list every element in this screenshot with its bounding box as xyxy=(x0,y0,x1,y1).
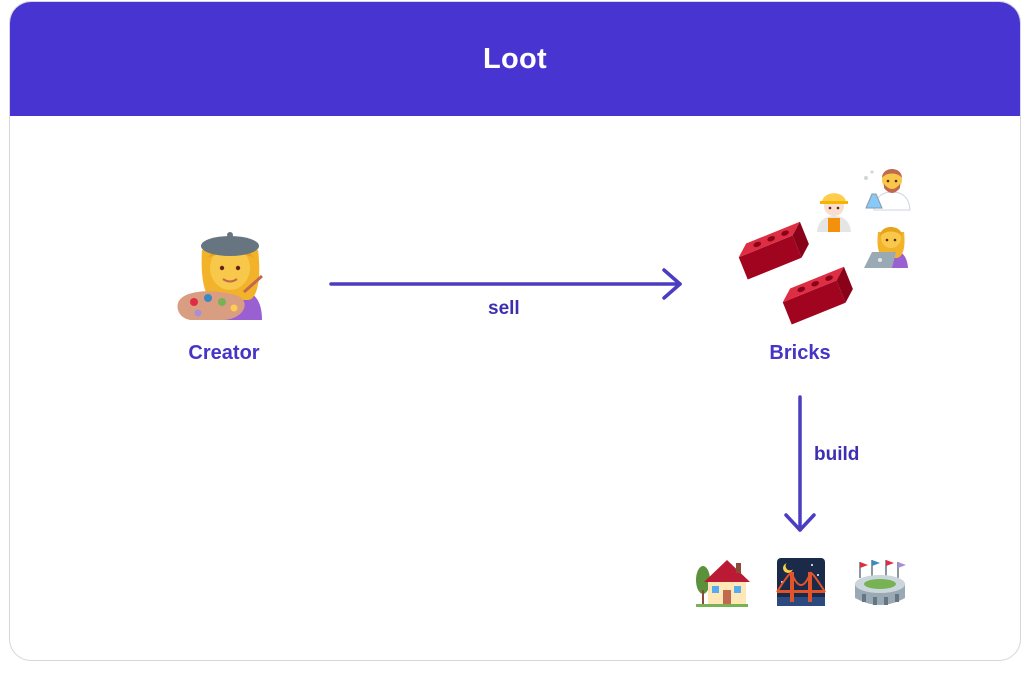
diagram-card: Loot xyxy=(9,1,1021,661)
creator-label: Creator xyxy=(188,342,260,364)
build-label: build xyxy=(814,444,860,465)
bridge-at-night-icon xyxy=(776,558,826,606)
page-title: Loot xyxy=(482,42,547,75)
woman-artist-icon xyxy=(177,232,263,320)
sell-arrow xyxy=(329,268,682,300)
house-icon xyxy=(696,560,750,607)
sell-label: sell xyxy=(488,298,520,319)
header-bar: Loot xyxy=(10,2,1020,116)
construction-worker-icon xyxy=(817,193,851,232)
build-arrow xyxy=(784,395,816,532)
stadium-icon xyxy=(855,560,906,605)
bricks-icon xyxy=(738,221,853,325)
bricks-label: Bricks xyxy=(769,342,831,364)
scientist-icon xyxy=(864,169,911,211)
technologist-icon xyxy=(864,227,908,268)
